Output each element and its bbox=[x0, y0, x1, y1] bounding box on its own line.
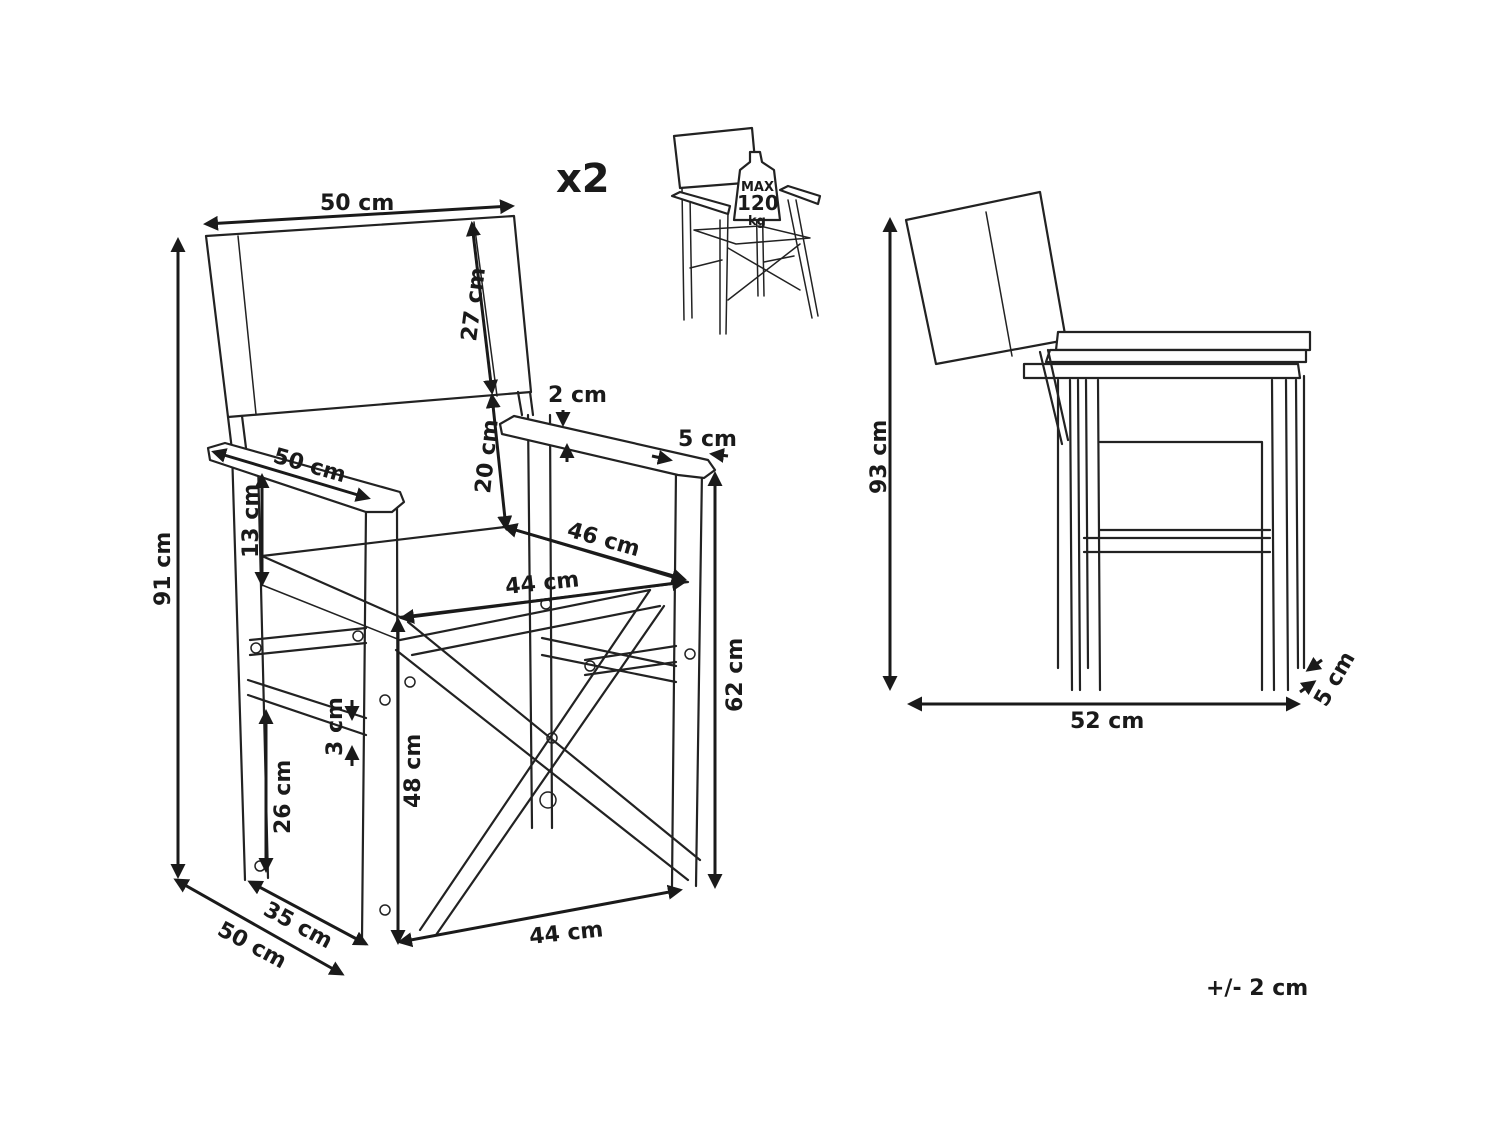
max-load-line3: kg bbox=[748, 214, 766, 229]
dim-backrest-width: 50 cm bbox=[320, 191, 394, 216]
dim-armrest-width: 5 cm bbox=[678, 427, 737, 452]
dim-seat-height: 48 cm bbox=[401, 734, 426, 808]
dim-side-height: 93 cm bbox=[867, 420, 892, 494]
max-load-line1: MAX bbox=[741, 180, 774, 195]
quantity-label: x2 bbox=[556, 156, 610, 202]
side-view-chair bbox=[904, 190, 1312, 692]
dim-side-depth: 52 cm bbox=[1070, 709, 1144, 734]
side-armrest bbox=[1022, 362, 1302, 380]
max-load-weight bbox=[732, 150, 782, 222]
max-load-line2: 120 bbox=[737, 191, 779, 215]
dim-base-width: 44 cm bbox=[528, 917, 604, 950]
dim-rail-to-floor: 26 cm bbox=[271, 760, 296, 834]
tolerance-note: +/- 2 cm bbox=[1206, 976, 1308, 1001]
dim-total-height: 91 cm bbox=[151, 532, 176, 606]
dim-arm-height: 62 cm bbox=[723, 638, 748, 712]
dim-back-gap: 20 cm bbox=[471, 418, 504, 494]
dim-folded-thickness: 5 cm bbox=[1310, 647, 1361, 711]
dim-arm-to-seat: 13 cm bbox=[239, 484, 264, 558]
small-chair-illustration: MAX 120 kg bbox=[670, 126, 822, 335]
dim-rail-height: 3 cm bbox=[323, 697, 348, 756]
dim-armrest-thickness: 2 cm bbox=[548, 383, 607, 408]
folded-backrest bbox=[904, 190, 1068, 366]
